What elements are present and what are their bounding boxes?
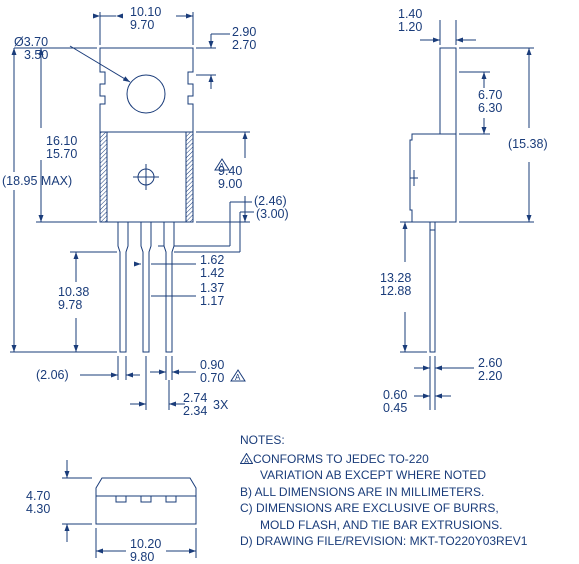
- front-view: [10, 12, 254, 410]
- note-a-line2: VARIATION AB EXCEPT WHERE NOTED: [260, 468, 487, 482]
- dim-side-tab-ht-min: 6.30: [478, 101, 502, 115]
- dim-side-tab-t-min: 1.20: [398, 20, 422, 34]
- bottom-view: [62, 460, 197, 558]
- dim-side-overall: (15.38): [508, 137, 548, 151]
- dim-lead-t-max: 0.90: [200, 358, 224, 372]
- dim-lead-w-top-max: 1.62: [200, 253, 224, 267]
- dim-mold-h-min: 9.00: [218, 177, 242, 191]
- dim-tab-top-min: 2.70: [232, 38, 256, 52]
- marker-label: A: [235, 373, 241, 382]
- dim-lead-off: (2.06): [36, 368, 69, 382]
- dim-side-tab-ht-max: 6.70: [478, 88, 502, 102]
- note-a-marker: [214, 158, 246, 382]
- dim-tab-ref2: (3.00): [256, 207, 289, 221]
- note-d: D) DRAWING FILE/REVISION: MKT-TO220Y03RE…: [240, 534, 528, 548]
- side-view: [400, 20, 534, 410]
- note-c-line1: C) DIMENSIONS ARE EXCLUSIVE OF BURRS,: [240, 501, 499, 515]
- dim-lead-len-max: 10.38: [58, 285, 89, 299]
- note-a-line1: CONFORMS TO JEDEC TO-220: [253, 451, 429, 466]
- dim-pitch-max: 2.74: [183, 391, 207, 405]
- dim-bottom-w-min: 9.80: [130, 550, 154, 564]
- dim-width-min: 9.70: [130, 18, 154, 32]
- dim-bottom-h-max: 4.70: [26, 489, 50, 503]
- marker-label: A: [219, 162, 225, 171]
- dim-width-max: 10.10: [130, 5, 161, 19]
- dim-body-h-max: 16.10: [46, 134, 77, 148]
- dim-pitch-qty: 3X: [213, 398, 229, 412]
- dim-bottom-w-max: 10.20: [130, 537, 161, 551]
- note-b: B) ALL DIMENSIONS ARE IN MILLIMETERS.: [240, 484, 485, 499]
- dim-lead-t-min: 0.70: [200, 371, 224, 385]
- dim-side-lead-t-max: 0.60: [383, 388, 407, 402]
- notes-block: NOTES: A CONFORMS TO JEDEC TO-220 VARIAT…: [240, 432, 527, 550]
- notes-title: NOTES:: [240, 433, 285, 447]
- note-a: A CONFORMS TO JEDEC TO-220: [240, 451, 527, 468]
- dim-pitch-min: 2.34: [183, 404, 207, 418]
- dim-lead-len-min: 9.78: [58, 298, 82, 312]
- dim-side-tab-t-max: 1.40: [398, 7, 422, 21]
- note-c-line2: MOLD FLASH, AND TIE BAR EXTRUSIONS.: [260, 517, 503, 532]
- dim-mold-h-max: 9.40: [218, 164, 242, 178]
- dim-tab-top-max: 2.90: [232, 25, 256, 39]
- dim-overall-h: (18.95 MAX): [2, 174, 72, 188]
- dim-hole-max: Ø3.70: [14, 35, 48, 49]
- dim-hole-min: 3.50: [24, 48, 48, 62]
- dim-side-lead-len-max: 13.28: [380, 271, 411, 285]
- dim-side-body-w-min: 2.20: [478, 369, 502, 383]
- note-a-marker-icon: A: [240, 452, 253, 466]
- dim-bottom-h-min: 4.30: [26, 502, 50, 516]
- dim-side-lead-len-min: 12.88: [380, 284, 411, 298]
- dim-side-lead-t-min: 0.45: [383, 401, 407, 415]
- dim-side-body-w-max: 2.60: [478, 356, 502, 370]
- dim-tab-ref: (2.46): [254, 194, 287, 208]
- dim-body-h-min: 15.70: [46, 147, 77, 161]
- dim-lead-w-max: 1.37: [200, 281, 224, 295]
- dim-lead-w-top-min: 1.42: [200, 266, 224, 280]
- dim-lead-w-min: 1.17: [200, 294, 224, 308]
